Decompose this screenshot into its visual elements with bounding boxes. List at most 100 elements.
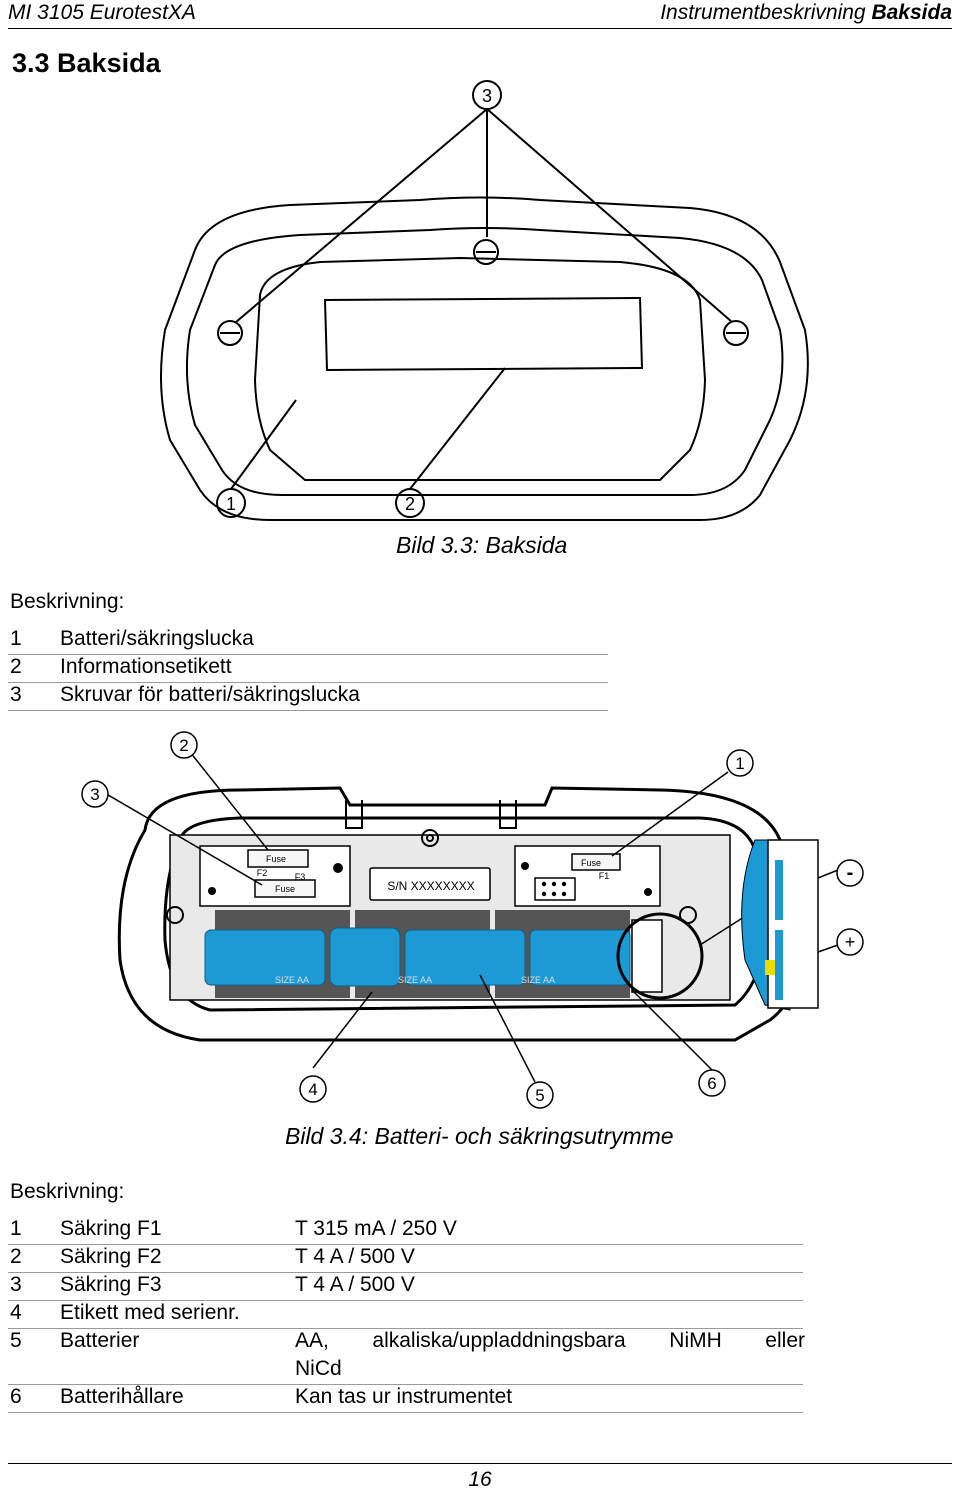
screw-center xyxy=(421,829,439,847)
f3-label: F3 xyxy=(295,872,306,882)
header-rule xyxy=(8,28,952,29)
description2-rule xyxy=(8,1272,803,1273)
plus-terminal-icon xyxy=(836,928,864,956)
row-text: Säkring F1 xyxy=(60,1217,162,1240)
row-text: Säkring F3 xyxy=(60,1273,162,1296)
row-number: 2 xyxy=(10,655,22,678)
description2-row-4: 4 Etikett med serienr. xyxy=(10,1301,805,1328)
battery-2 xyxy=(329,927,401,987)
row-value: Kan tas ur instrumentet xyxy=(295,1385,513,1408)
callout-circle-3 xyxy=(81,780,109,808)
row-text: Batterihållare xyxy=(60,1385,184,1408)
plus-label: + xyxy=(845,932,856,952)
minus-label: - xyxy=(847,862,854,884)
description1-rule xyxy=(8,710,608,711)
callout-2-label: 2 xyxy=(179,736,188,755)
row-text: Batteri/säkringslucka xyxy=(60,627,254,650)
callout-3-label: 3 xyxy=(90,785,99,804)
row-number: 1 xyxy=(10,1217,22,1240)
serial-number: S/N XXXXXXXX xyxy=(387,879,474,893)
description2-rule xyxy=(8,1384,803,1385)
description2-row-6: 6 Batterihållare Kan tas ur instrumentet xyxy=(10,1385,805,1412)
row-number: 1 xyxy=(10,627,22,650)
description1-row-1: 1 Batteri/säkringslucka xyxy=(10,627,610,654)
figure1-caption: Bild 3.3: Baksida xyxy=(396,532,568,558)
callout-circle-5 xyxy=(526,1081,554,1109)
screw-left xyxy=(166,906,184,924)
battery-holder xyxy=(631,919,663,993)
footer-rule xyxy=(8,1463,952,1464)
body-outline xyxy=(160,196,809,521)
battery-size-label: SIZE AA xyxy=(521,975,555,985)
callout-5-label: 5 xyxy=(535,1086,544,1105)
row-value: T 315 mA / 250 V xyxy=(295,1217,457,1240)
description1-label: Beskrivning: xyxy=(10,590,125,613)
callout-6-label: 6 xyxy=(707,1074,716,1093)
description2-row-5: 5 Batterier AA, alkaliska/uppladdningsba… xyxy=(10,1329,805,1383)
row-value: AA, alkaliska/uppladdningsbara NiMH elle… xyxy=(295,1329,805,1352)
header-section: Instrumentbeskrivning Baksida xyxy=(660,1,952,25)
description2-rule xyxy=(8,1412,803,1413)
screw-left xyxy=(217,320,243,346)
body-inner-outline xyxy=(185,227,784,496)
fuse-label: Fuse xyxy=(581,858,601,868)
page-number: 16 xyxy=(468,1468,492,1491)
description2-label: Beskrivning: xyxy=(10,1180,125,1203)
screw-right xyxy=(723,320,749,346)
callout-circle-2 xyxy=(170,731,198,759)
f1-label: F1 xyxy=(599,871,610,881)
row-number: 3 xyxy=(10,683,22,706)
battery-size-label: SIZE AA xyxy=(275,975,309,985)
description2-row-1: 1 Säkring F1 T 315 mA / 250 V xyxy=(10,1217,805,1244)
description2-rule xyxy=(8,1300,803,1301)
fuse-f1 xyxy=(571,853,621,871)
section-title: 3.3 Baksida xyxy=(12,48,161,78)
callout-1-label: 1 xyxy=(226,494,236,514)
row-number: 4 xyxy=(10,1301,22,1324)
row-number: 5 xyxy=(10,1329,22,1352)
description1-rule xyxy=(8,654,608,655)
detail-circle xyxy=(616,912,704,1000)
row-value: T 4 A / 500 V xyxy=(295,1273,415,1296)
description2-rule xyxy=(8,1244,803,1245)
f2-label: F2 xyxy=(257,868,268,878)
row-text: Etikett med serienr. xyxy=(60,1301,240,1324)
callout-circle-6 xyxy=(698,1069,726,1097)
description2-row-2: 2 Säkring F2 T 4 A / 500 V xyxy=(10,1245,805,1272)
row-value: T 4 A / 500 V xyxy=(295,1245,415,1268)
header-doc-title: MI 3105 EurotestXA xyxy=(8,1,196,24)
row-value-continued: NiCd xyxy=(295,1357,342,1380)
callout-circle-1 xyxy=(726,749,754,777)
fuse-label: Fuse xyxy=(275,884,295,894)
fuse-f3 xyxy=(254,879,316,898)
row-number: 6 xyxy=(10,1385,22,1408)
description2-rule xyxy=(8,1328,803,1329)
screw-top xyxy=(473,239,499,265)
battery-size-label: SIZE AA xyxy=(398,975,432,985)
figure-back-side: 3 1 2 xyxy=(160,80,809,521)
figure-battery-compartment: 2 1 3 4 5 6 Fuse F2 F3 Fuse Fuse F1 S/N … xyxy=(81,731,864,1109)
figure2-caption: Bild 3.4: Batteri- och säkringsutrymme xyxy=(285,1123,674,1149)
battery-3 xyxy=(404,929,526,986)
latch-left xyxy=(345,800,363,829)
information-label xyxy=(323,296,644,372)
latch-right xyxy=(499,800,517,829)
callout-2-label: 2 xyxy=(405,494,415,514)
row-text: Batterier xyxy=(60,1329,140,1352)
description2-row-3: 3 Säkring F3 T 4 A / 500 V xyxy=(10,1273,805,1300)
serial-label xyxy=(369,867,491,901)
battery-4 xyxy=(529,929,631,986)
battery-lid xyxy=(253,256,707,481)
row-text: Informationsetikett xyxy=(60,655,232,678)
row-text: Säkring F2 xyxy=(60,1245,162,1268)
row-number: 2 xyxy=(10,1245,22,1268)
description1-row-3: 3 Skruvar för batteri/säkringslucka xyxy=(10,683,610,710)
minus-terminal-icon xyxy=(836,859,864,887)
callout-circle-4 xyxy=(299,1075,327,1103)
description1-row-2: 2 Informationsetikett xyxy=(10,655,610,682)
header-section-bold: Baksida xyxy=(871,1,952,24)
battery-1 xyxy=(204,929,326,986)
fuse-label: Fuse xyxy=(266,854,286,864)
callout-3-label: 3 xyxy=(482,86,492,106)
connector-block xyxy=(534,877,576,901)
